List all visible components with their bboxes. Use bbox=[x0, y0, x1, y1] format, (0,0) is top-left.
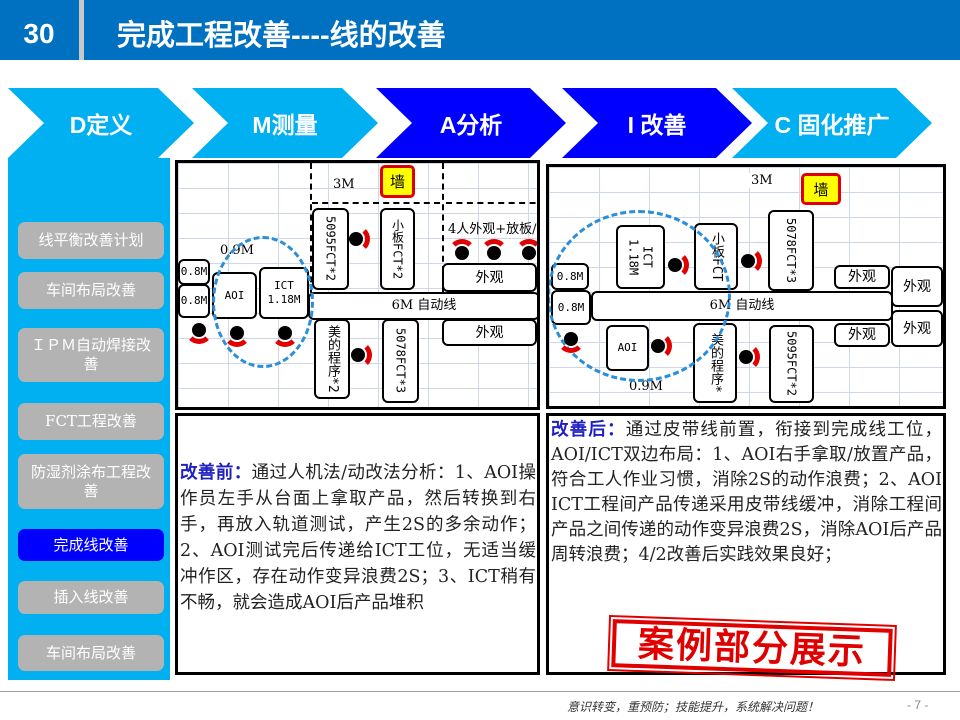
operator-icon bbox=[448, 239, 476, 267]
after-body: 通过皮带线前置，衔接到完成线工位，AOI/ICT双边布局：1、AOI右手拿取/放… bbox=[551, 420, 943, 565]
section-number: 30 bbox=[23, 18, 55, 49]
operator-icon bbox=[515, 239, 537, 267]
sidebar: 线平衡改善计划 车间布局改善 ＩＰＭ自动焊接改善 FCT工程改善 防湿剂涂布工程… bbox=[8, 158, 170, 680]
dimension-label: 3M bbox=[745, 173, 779, 188]
dimension-label: 0.9M bbox=[629, 379, 663, 394]
dimension-arrow bbox=[312, 202, 440, 204]
sidebar-item-insertion-line[interactable]: 插入线改善 bbox=[18, 581, 164, 614]
station-fct: 5095FCT*2 bbox=[312, 208, 349, 290]
station-inspection: 外观 bbox=[891, 266, 943, 307]
operator-note: 4人外观+放板/插 bbox=[448, 222, 540, 237]
auto-line: 6M 自动线 bbox=[308, 292, 537, 320]
operator-icon bbox=[732, 343, 760, 371]
dimension-arrow bbox=[446, 202, 537, 204]
header-divider bbox=[79, 0, 84, 60]
operator-icon bbox=[480, 239, 508, 267]
dimension-line bbox=[442, 163, 444, 303]
operator-icon bbox=[644, 332, 672, 360]
station-inspection: 外观 bbox=[442, 263, 537, 292]
phase-analyze[interactable]: A分析 bbox=[376, 88, 566, 158]
operator-icon bbox=[557, 325, 585, 353]
station-fct: 小板FCT*2 bbox=[380, 208, 415, 290]
operator-icon bbox=[185, 316, 213, 344]
operator-icon bbox=[661, 251, 689, 279]
operator-icon bbox=[271, 319, 299, 347]
sidebar-item-fct[interactable]: FCT工程改善 bbox=[18, 403, 164, 440]
station-program: 美的程序*2 bbox=[314, 319, 350, 399]
footer-divider bbox=[0, 691, 960, 692]
sidebar-item-ipm-welding[interactable]: ＩＰＭ自动焊接改善 bbox=[18, 328, 164, 382]
sidebar-item-workshop-layout-2[interactable]: 车间布局改善 bbox=[18, 635, 164, 671]
sample-stamp: 案例部分展示 bbox=[607, 614, 897, 682]
phase-label: D定义 bbox=[69, 112, 133, 138]
sidebar-item-line-balance[interactable]: 线平衡改善计划 bbox=[18, 222, 164, 259]
operator-icon bbox=[223, 319, 251, 347]
operator-icon bbox=[734, 247, 762, 275]
station-inspection: 外观 bbox=[834, 265, 890, 289]
operator-icon bbox=[342, 225, 370, 253]
wall-marker: 墙 bbox=[380, 165, 415, 198]
footer-slogan: 意识转变，重预防；技能提升，系统解决问题！ bbox=[567, 700, 820, 714]
before-label: 改善前： bbox=[180, 463, 252, 483]
after-description: 改善后：通过皮带线前置，衔接到完成线工位，AOI/ICT双边布局：1、AOI右手… bbox=[549, 416, 943, 570]
phase-control[interactable]: C 固化推广 bbox=[732, 88, 932, 158]
dimension-label: 3M bbox=[333, 177, 355, 192]
before-layout-diagram: 3M 墙 5095FCT*2 小板FCT*2 4人外观+放板/插 0.9M 0.… bbox=[175, 160, 540, 410]
dimension-line bbox=[310, 163, 312, 303]
focus-circle bbox=[212, 236, 314, 368]
phase-measure[interactable]: M测量 bbox=[192, 88, 378, 158]
before-body: 通过人机法/动改法分析：1、AOI操作员左手从台面上拿取产品，然后转换到右手，再… bbox=[180, 463, 536, 613]
after-layout-diagram: 3M 墙 ICT 1.18M 小板FCT 5078FCT*3 0.8M 0.8M… bbox=[546, 164, 946, 409]
station-inspection: 外观 bbox=[834, 323, 890, 347]
operator-icon bbox=[344, 341, 372, 369]
phase-define[interactable]: D定义 bbox=[8, 88, 194, 158]
station-fct: 5078FCT*3 bbox=[382, 319, 419, 403]
after-label: 改善后： bbox=[551, 420, 626, 440]
sidebar-item-finish-line[interactable]: 完成线改善 bbox=[18, 529, 164, 561]
after-description-panel: 改善后：通过皮带线前置，衔接到完成线工位，AOI/ICT双边布局：1、AOI右手… bbox=[546, 413, 946, 675]
station-fct: 5078FCT*3 bbox=[768, 210, 814, 291]
before-description-panel: 改善前：通过人机法/动改法分析：1、AOI操作员左手从台面上拿取产品，然后转换到… bbox=[175, 413, 540, 675]
page-title: 完成工程改善----线的改善 bbox=[117, 20, 446, 52]
sidebar-item-coating[interactable]: 防湿剂涂布工程改善 bbox=[18, 454, 164, 509]
before-description: 改善前：通过人机法/动改法分析：1、AOI操作员左手从台面上拿取产品，然后转换到… bbox=[178, 458, 537, 618]
phase-label: M测量 bbox=[252, 112, 318, 138]
header-bar: 30 完成工程改善----线的改善 bbox=[0, 0, 960, 60]
phase-label: I 改善 bbox=[627, 112, 687, 138]
phase-label: A分析 bbox=[439, 112, 503, 138]
phase-improve[interactable]: I 改善 bbox=[562, 88, 752, 158]
wall-marker: 墙 bbox=[801, 173, 841, 205]
buffer-box: 0.8M bbox=[178, 259, 210, 285]
focus-circle bbox=[549, 210, 731, 382]
page-number: - 7 - bbox=[907, 698, 929, 712]
station-fct: 5095FCT*2 bbox=[769, 325, 814, 403]
station-inspection: 外观 bbox=[891, 310, 943, 347]
station-inspection: 外观 bbox=[442, 319, 537, 346]
sidebar-item-workshop-layout[interactable]: 车间布局改善 bbox=[18, 272, 164, 309]
phase-label: C 固化推广 bbox=[774, 112, 890, 138]
buffer-box: 0.8M bbox=[178, 284, 210, 318]
